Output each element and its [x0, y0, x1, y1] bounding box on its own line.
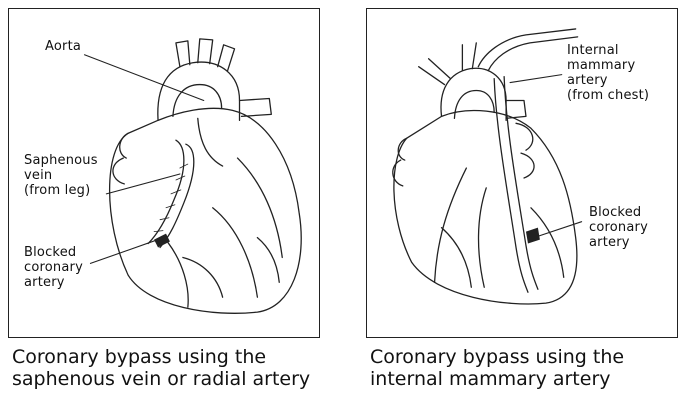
left-caption-line-1: Coronary bypass using the [12, 346, 310, 368]
right-blocked-artery-label: Blocked coronary artery [589, 205, 648, 250]
left-blocked-artery-label-line-2: coronary [24, 260, 83, 275]
left-caption: Coronary bypass using the saphenous vein… [12, 346, 310, 390]
right-illustration-panel: Internal mammary artery (from chest) Blo… [366, 8, 678, 338]
left-blocked-artery-label: Blocked coronary artery [24, 245, 83, 290]
internal-mammary-label-line-3: artery [567, 73, 649, 88]
right-blocked-artery-label-line-3: artery [589, 235, 648, 250]
left-illustration-panel: Aorta Saphenous vein (from leg) Blocked … [8, 8, 320, 338]
internal-mammary-label-line-1: Internal [567, 43, 649, 58]
right-blocked-artery-label-line-1: Blocked [589, 205, 648, 220]
right-caption-line-2: internal mammary artery [370, 368, 624, 390]
saphenous-vein-label-line-3: (from leg) [24, 183, 98, 198]
right-blocked-artery-label-line-2: coronary [589, 220, 648, 235]
internal-mammary-artery-label: Internal mammary artery (from chest) [567, 43, 649, 103]
left-caption-line-2: saphenous vein or radial artery [12, 368, 310, 390]
internal-mammary-label-line-4: (from chest) [567, 88, 649, 103]
right-caption-line-1: Coronary bypass using the [370, 346, 624, 368]
internal-mammary-label-line-2: mammary [567, 58, 649, 73]
right-caption: Coronary bypass using the internal mamma… [370, 346, 624, 390]
saphenous-vein-label-line-2: vein [24, 168, 98, 183]
saphenous-vein-label: Saphenous vein (from leg) [24, 153, 98, 198]
left-blocked-artery-label-line-3: artery [24, 275, 83, 290]
aorta-label: Aorta [45, 39, 81, 54]
left-blocked-artery-label-line-1: Blocked [24, 245, 83, 260]
saphenous-vein-label-line-1: Saphenous [24, 153, 98, 168]
